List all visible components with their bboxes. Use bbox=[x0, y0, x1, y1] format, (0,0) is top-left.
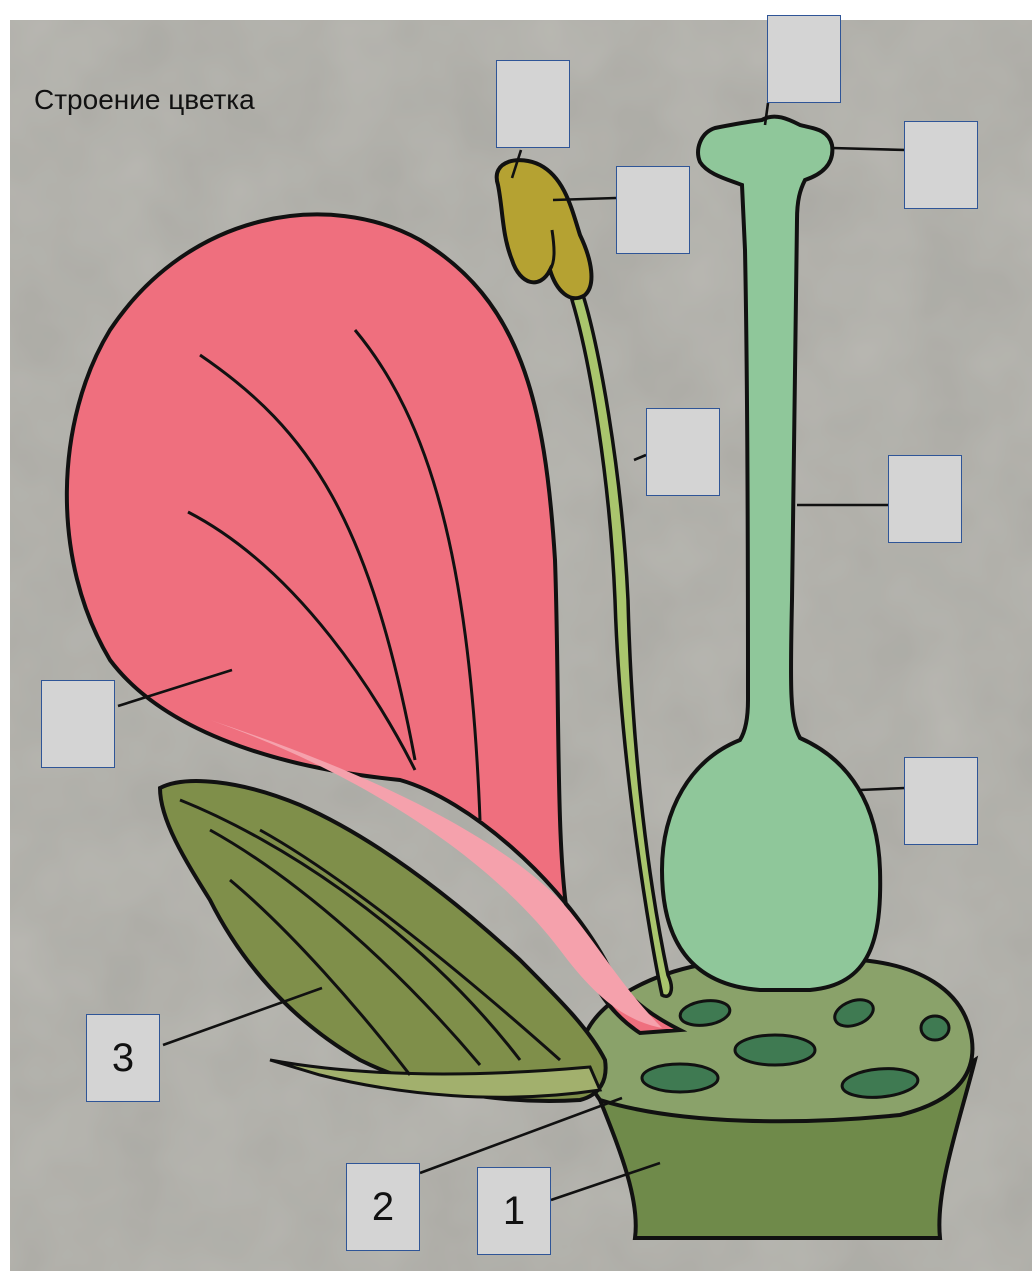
label-box-anther-side[interactable] bbox=[616, 166, 690, 254]
label-box-stigma-top[interactable] bbox=[767, 15, 841, 103]
label-box-sepal[interactable]: 3 bbox=[86, 1014, 160, 1102]
label-box-anther[interactable] bbox=[496, 60, 570, 148]
label-box-style[interactable] bbox=[888, 455, 962, 543]
label-box-pedicel[interactable]: 1 bbox=[477, 1167, 551, 1255]
label-box-ovary[interactable] bbox=[904, 757, 978, 845]
label-box-filament[interactable] bbox=[646, 408, 720, 496]
label-box-petal[interactable] bbox=[41, 680, 115, 768]
label-box-receptacle[interactable]: 2 bbox=[346, 1163, 420, 1251]
label-box-stigma-side[interactable] bbox=[904, 121, 978, 209]
diagram-title: Строение цветка bbox=[34, 84, 255, 116]
